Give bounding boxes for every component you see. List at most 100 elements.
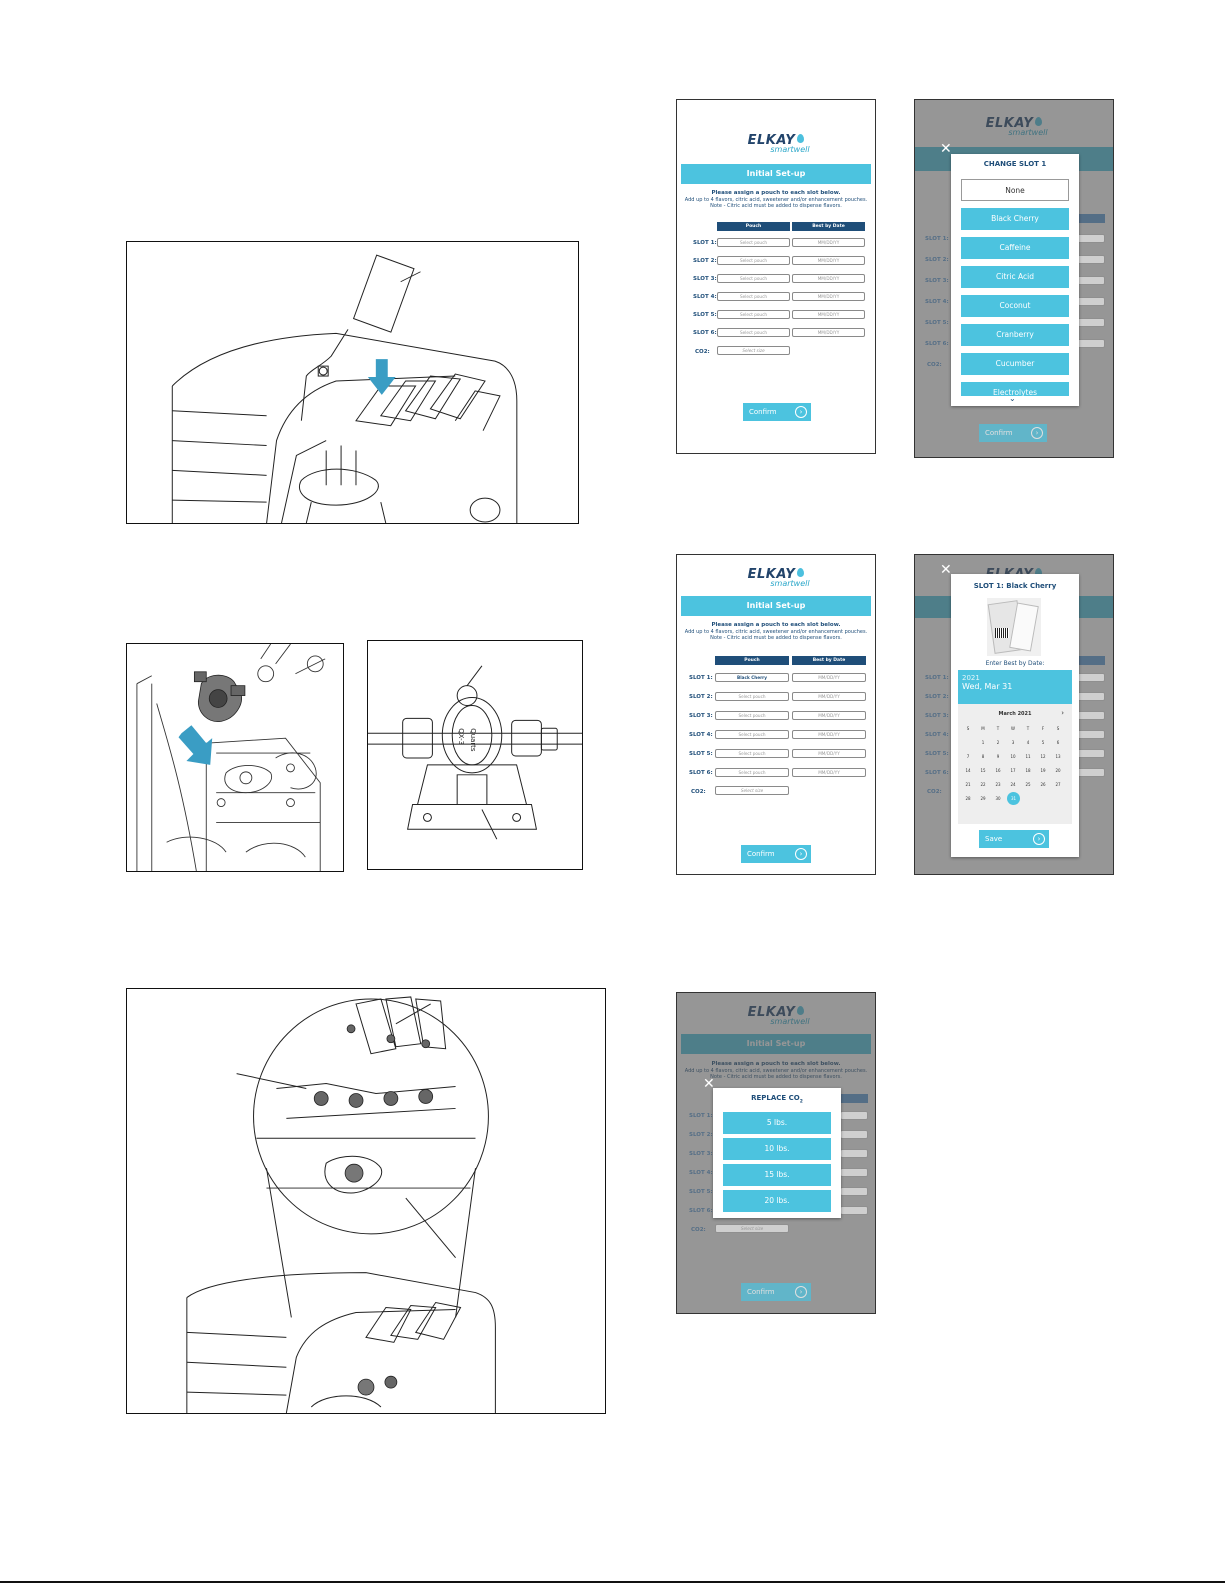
slot4-date-field[interactable]: MM/DD/YY <box>792 292 865 301</box>
co2-size-select[interactable]: Select size <box>717 346 790 355</box>
option-caffeine[interactable]: Caffeine <box>961 237 1069 259</box>
figure-installed-overview <box>126 988 606 1414</box>
slot3-pouch-select[interactable]: Select pouch <box>715 711 789 720</box>
slot6-pouch-select[interactable]: Select pouch <box>717 328 790 337</box>
modal-title: REPLACE CO2 <box>751 1094 803 1105</box>
close-icon[interactable]: ✕ <box>940 141 952 157</box>
slot3-date-field[interactable]: MM/DD/YY <box>792 274 865 283</box>
confirm-button[interactable]: Confirm› <box>741 845 811 863</box>
calendar-day[interactable]: 15 <box>980 768 986 773</box>
slot3-pouch-select[interactable]: Select pouch <box>717 274 790 283</box>
option-cucumber[interactable]: Cucumber <box>961 353 1069 375</box>
calendar-day[interactable]: 12 <box>1040 754 1046 759</box>
slot5-pouch-select[interactable]: Select pouch <box>715 749 789 758</box>
slot5-pouch-select[interactable]: Select pouch <box>717 310 790 319</box>
calendar-day[interactable]: 30 <box>995 796 1001 801</box>
screen-initial-setup-selected: ELKAY smartwell Initial Set-up Please as… <box>676 554 876 875</box>
slot1-date-field[interactable]: MM/DD/YY <box>792 673 866 682</box>
calendar-day[interactable]: 22 <box>980 782 986 787</box>
screen-change-slot: ELKAY smartwell SLOT 1: SLOT 2: SLOT 3: … <box>914 99 1114 458</box>
calendar-day[interactable]: 5 <box>1041 740 1045 745</box>
arrow-circle-icon: › <box>795 406 807 418</box>
slot4-date-field[interactable]: MM/DD/YY <box>792 730 866 739</box>
calendar-day[interactable]: 10 <box>1010 754 1016 759</box>
calendar-day[interactable]: 17 <box>1010 768 1016 773</box>
calendar-day[interactable]: 9 <box>996 754 1000 759</box>
slot3-date-field[interactable]: MM/DD/YY <box>792 711 866 720</box>
figure-valve-placement <box>126 643 344 872</box>
pouch-insertion-drawing <box>171 254 518 523</box>
calendar-day[interactable]: 19 <box>1040 768 1046 773</box>
close-icon[interactable]: ✕ <box>703 1076 715 1092</box>
slot5-date-field[interactable]: MM/DD/YY <box>792 749 866 758</box>
slot1-date-field[interactable]: MM/DD/YY <box>792 238 865 247</box>
footer-rule <box>0 1581 1225 1583</box>
valve-detail-drawing: Quarts QX-3 <box>368 665 582 840</box>
arrow-circle-icon: › <box>795 848 807 860</box>
calendar-day[interactable]: 7 <box>966 754 970 759</box>
option-coconut[interactable]: Coconut <box>961 295 1069 317</box>
calendar-day[interactable]: 2 <box>996 740 1000 745</box>
calendar-day[interactable]: 3 <box>1011 740 1015 745</box>
calendar-day[interactable]: 1 <box>981 740 985 745</box>
instructions: Please assign a pouch to each slot below… <box>684 190 868 209</box>
confirm-button[interactable]: Confirm› <box>743 403 811 421</box>
calendar-day[interactable]: 13 <box>1055 754 1061 759</box>
slot1-pouch-select[interactable]: Black Cherry <box>715 673 789 682</box>
calendar-day[interactable]: 16 <box>995 768 1001 773</box>
confirm-button[interactable]: Confirm› <box>979 424 1047 442</box>
water-drop-icon <box>797 568 805 577</box>
date-picker-header: 2021 Wed, Mar 31 <box>958 670 1072 704</box>
option-5-lbs[interactable]: 5 lbs. <box>723 1112 831 1134</box>
slot6-pouch-select[interactable]: Select pouch <box>715 768 789 777</box>
calendar-day[interactable]: 24 <box>1010 782 1016 787</box>
option-10-lbs[interactable]: 10 lbs. <box>723 1138 831 1160</box>
slot4-pouch-select[interactable]: Select pouch <box>715 730 789 739</box>
option-black-cherry[interactable]: Black Cherry <box>961 208 1069 230</box>
calendar-day-selected[interactable]: 31 <box>1007 792 1020 805</box>
calendar-day[interactable]: 23 <box>995 782 1001 787</box>
calendar-day[interactable]: 6 <box>1056 740 1060 745</box>
slot5-date-field[interactable]: MM/DD/YY <box>792 310 865 319</box>
calendar-day[interactable]: 4 <box>1026 740 1030 745</box>
elkay-logo: ELKAY smartwell <box>747 133 810 154</box>
option-cranberry[interactable]: Cranberry <box>961 324 1069 346</box>
slot4-pouch-select[interactable]: Select pouch <box>717 292 790 301</box>
close-icon[interactable]: ✕ <box>940 562 952 578</box>
valve-placement-drawing <box>136 644 326 871</box>
option-none[interactable]: None <box>961 179 1069 201</box>
chevron-down-icon[interactable]: ⌄ <box>1009 394 1016 403</box>
calendar-day[interactable]: 18 <box>1025 768 1031 773</box>
calendar-day[interactable]: 28 <box>965 796 971 801</box>
option-20-lbs[interactable]: 20 lbs. <box>723 1190 831 1212</box>
slot2-date-field[interactable]: MM/DD/YY <box>792 256 865 265</box>
down-arrow-icon <box>367 359 396 395</box>
confirm-button[interactable]: Confirm› <box>741 1283 811 1301</box>
calendar-day[interactable]: 26 <box>1040 782 1046 787</box>
option-electrolytes[interactable]: Electrolytes <box>961 382 1069 396</box>
calendar-day[interactable]: 29 <box>980 796 986 801</box>
next-month-icon[interactable]: › <box>1061 709 1064 717</box>
selected-date: Wed, Mar 31 <box>962 682 1013 691</box>
selected-year[interactable]: 2021 <box>962 674 980 682</box>
calendar-day[interactable]: 8 <box>981 754 985 759</box>
valve-model-text: QX-3 <box>457 728 465 745</box>
calendar-day[interactable]: 14 <box>965 768 971 773</box>
calendar-day[interactable]: 11 <box>1025 754 1031 759</box>
calendar-day[interactable]: 20 <box>1055 768 1061 773</box>
slot2-date-field[interactable]: MM/DD/YY <box>792 692 866 701</box>
calendar-day[interactable]: 27 <box>1055 782 1061 787</box>
slot2-pouch-select[interactable]: Select pouch <box>715 692 789 701</box>
slot6-date-field[interactable]: MM/DD/YY <box>792 768 866 777</box>
option-citric-acid[interactable]: Citric Acid <box>961 266 1069 288</box>
slot1-pouch-select[interactable]: Select pouch <box>717 238 790 247</box>
installed-overview-drawing <box>186 996 496 1413</box>
calendar-day[interactable]: 25 <box>1025 782 1031 787</box>
slot2-pouch-select[interactable]: Select pouch <box>717 256 790 265</box>
calendar-day[interactable]: 21 <box>965 782 971 787</box>
option-15-lbs[interactable]: 15 lbs. <box>723 1164 831 1186</box>
slot6-date-field[interactable]: MM/DD/YY <box>792 328 865 337</box>
save-button[interactable]: Save› <box>979 830 1049 848</box>
figure-valve-detail: Quarts QX-3 <box>367 640 583 870</box>
co2-size-select[interactable]: Select size <box>715 786 789 795</box>
